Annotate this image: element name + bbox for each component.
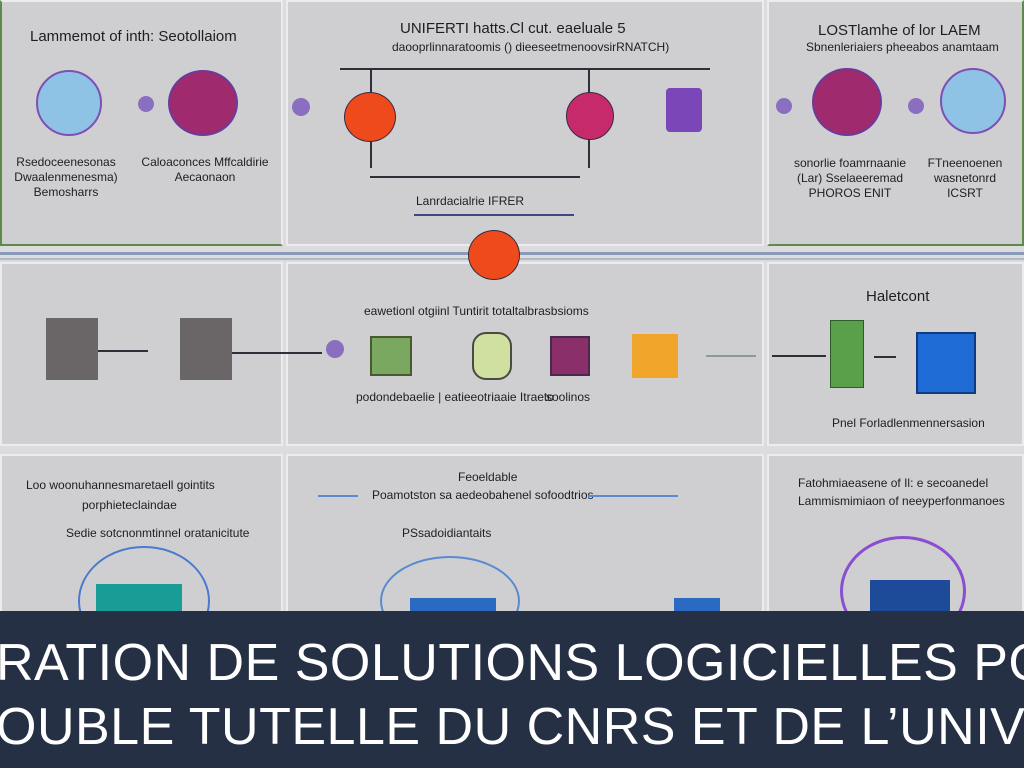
top-left-label-b: Caloaconces Mffcaldirie Aecaonaon bbox=[141, 155, 269, 184]
magenta-sphere-node bbox=[168, 70, 238, 136]
caption-line-2: OUBLE TUTELLE DU CNRS ET DE L’UNIVERS bbox=[0, 698, 1024, 756]
top-right-label-a: sonorlie foamrnaanie (Lar) Sselaeeremad … bbox=[793, 156, 907, 200]
purple-gem-icon bbox=[292, 98, 310, 116]
top-center-title-2: daooprlinnaratoomis () dieeseetmenoovsir… bbox=[392, 40, 670, 54]
connector-line bbox=[340, 68, 710, 70]
middle-center-title: eawetionl otgiinl Tuntirit totaltalbrasb… bbox=[364, 304, 589, 318]
connector-line bbox=[370, 176, 580, 178]
bottom-left-title-3: Sedie sotcnonmtinnel oratanicitute bbox=[66, 526, 250, 540]
middle-right-label: Pnel Forladlenmennersasion bbox=[832, 416, 985, 430]
bottom-left-title-2: porphieteclaindae bbox=[82, 498, 177, 512]
connector-line bbox=[414, 214, 574, 216]
purple-cube-icon bbox=[550, 336, 590, 376]
top-right-title-1: LOSTlamhe of lor LAEM bbox=[818, 22, 981, 39]
green-drive-icon bbox=[472, 332, 512, 380]
orange-sphere-hub bbox=[468, 230, 520, 280]
bottom-right-title-2: Lammismimiaon of neeyperfonmanoes bbox=[798, 494, 1005, 508]
bottom-left-title-1: Loo woonuhannesmaretaell gointits bbox=[26, 478, 215, 492]
blue-sphere-node bbox=[940, 68, 1006, 134]
blue-panel-icon bbox=[870, 580, 950, 612]
connector-line bbox=[874, 356, 896, 358]
caption-line-1: RATION DE SOLUTIONS LOGICIELLES POU bbox=[0, 634, 1024, 692]
orange-sphere-node bbox=[344, 92, 396, 142]
panel-middle-center bbox=[286, 262, 764, 446]
purple-server-icon bbox=[666, 88, 702, 132]
teal-panel-icon bbox=[96, 584, 182, 614]
connector-line bbox=[318, 495, 358, 497]
green-cube-icon bbox=[370, 336, 412, 376]
bottom-center-label: PSsadoidiantaits bbox=[402, 526, 492, 540]
top-left-title: Lammemot of inth: Seotollaiom bbox=[30, 28, 237, 45]
bottom-right-title-1: Fatohmiaeasene of Il: e secoanedel bbox=[798, 476, 989, 490]
purple-gem-icon bbox=[776, 98, 792, 114]
connector-line bbox=[232, 352, 322, 354]
connector-line bbox=[588, 495, 678, 497]
top-left-label-a: Rsedoceenesonas Dwaalenmenesma) Bemoshar… bbox=[14, 155, 118, 199]
connector-line bbox=[98, 350, 148, 352]
connector-line bbox=[706, 355, 756, 357]
top-center-label: Lanrdacialrie IFRER bbox=[416, 194, 525, 208]
bottom-center-title-1: Feoeldable bbox=[458, 470, 518, 484]
gray-module-box bbox=[46, 318, 98, 380]
magenta-sphere-node bbox=[566, 92, 614, 140]
middle-right-title: Haletcont bbox=[866, 288, 930, 305]
top-right-title-2: Sbnenleriaiers pheeabos anamtaam bbox=[806, 40, 999, 54]
top-right-label-b: FTneenoenen wasnetonrd ICSRT bbox=[927, 156, 1003, 200]
caption-banner: RATION DE SOLUTIONS LOGICIELLES POU OUBL… bbox=[0, 611, 1024, 768]
bottom-center-title-2: Poamotston sa aedeobahenel sofoodtrios bbox=[372, 488, 594, 502]
middle-center-label-a: podondebaelie | eatieeotriaaie Itraeto bbox=[356, 390, 554, 404]
magenta-sphere-node bbox=[812, 68, 882, 136]
blue-document-icon bbox=[916, 332, 976, 394]
panel-middle-right bbox=[767, 262, 1024, 446]
blue-sphere-node bbox=[36, 70, 102, 136]
yellow-cube-icon bbox=[632, 334, 678, 378]
purple-gem-icon bbox=[138, 96, 154, 112]
middle-center-label-b: soolinos bbox=[546, 390, 591, 404]
purple-gem-icon bbox=[326, 340, 344, 358]
top-center-title-1: UNIFERTI hatts.Cl cut. eaeluale 5 bbox=[400, 20, 626, 37]
panel-middle-left bbox=[0, 262, 283, 446]
gray-module-box bbox=[180, 318, 232, 380]
green-server-icon bbox=[830, 320, 864, 388]
purple-gem-icon bbox=[908, 98, 924, 114]
connector-line bbox=[772, 355, 826, 357]
